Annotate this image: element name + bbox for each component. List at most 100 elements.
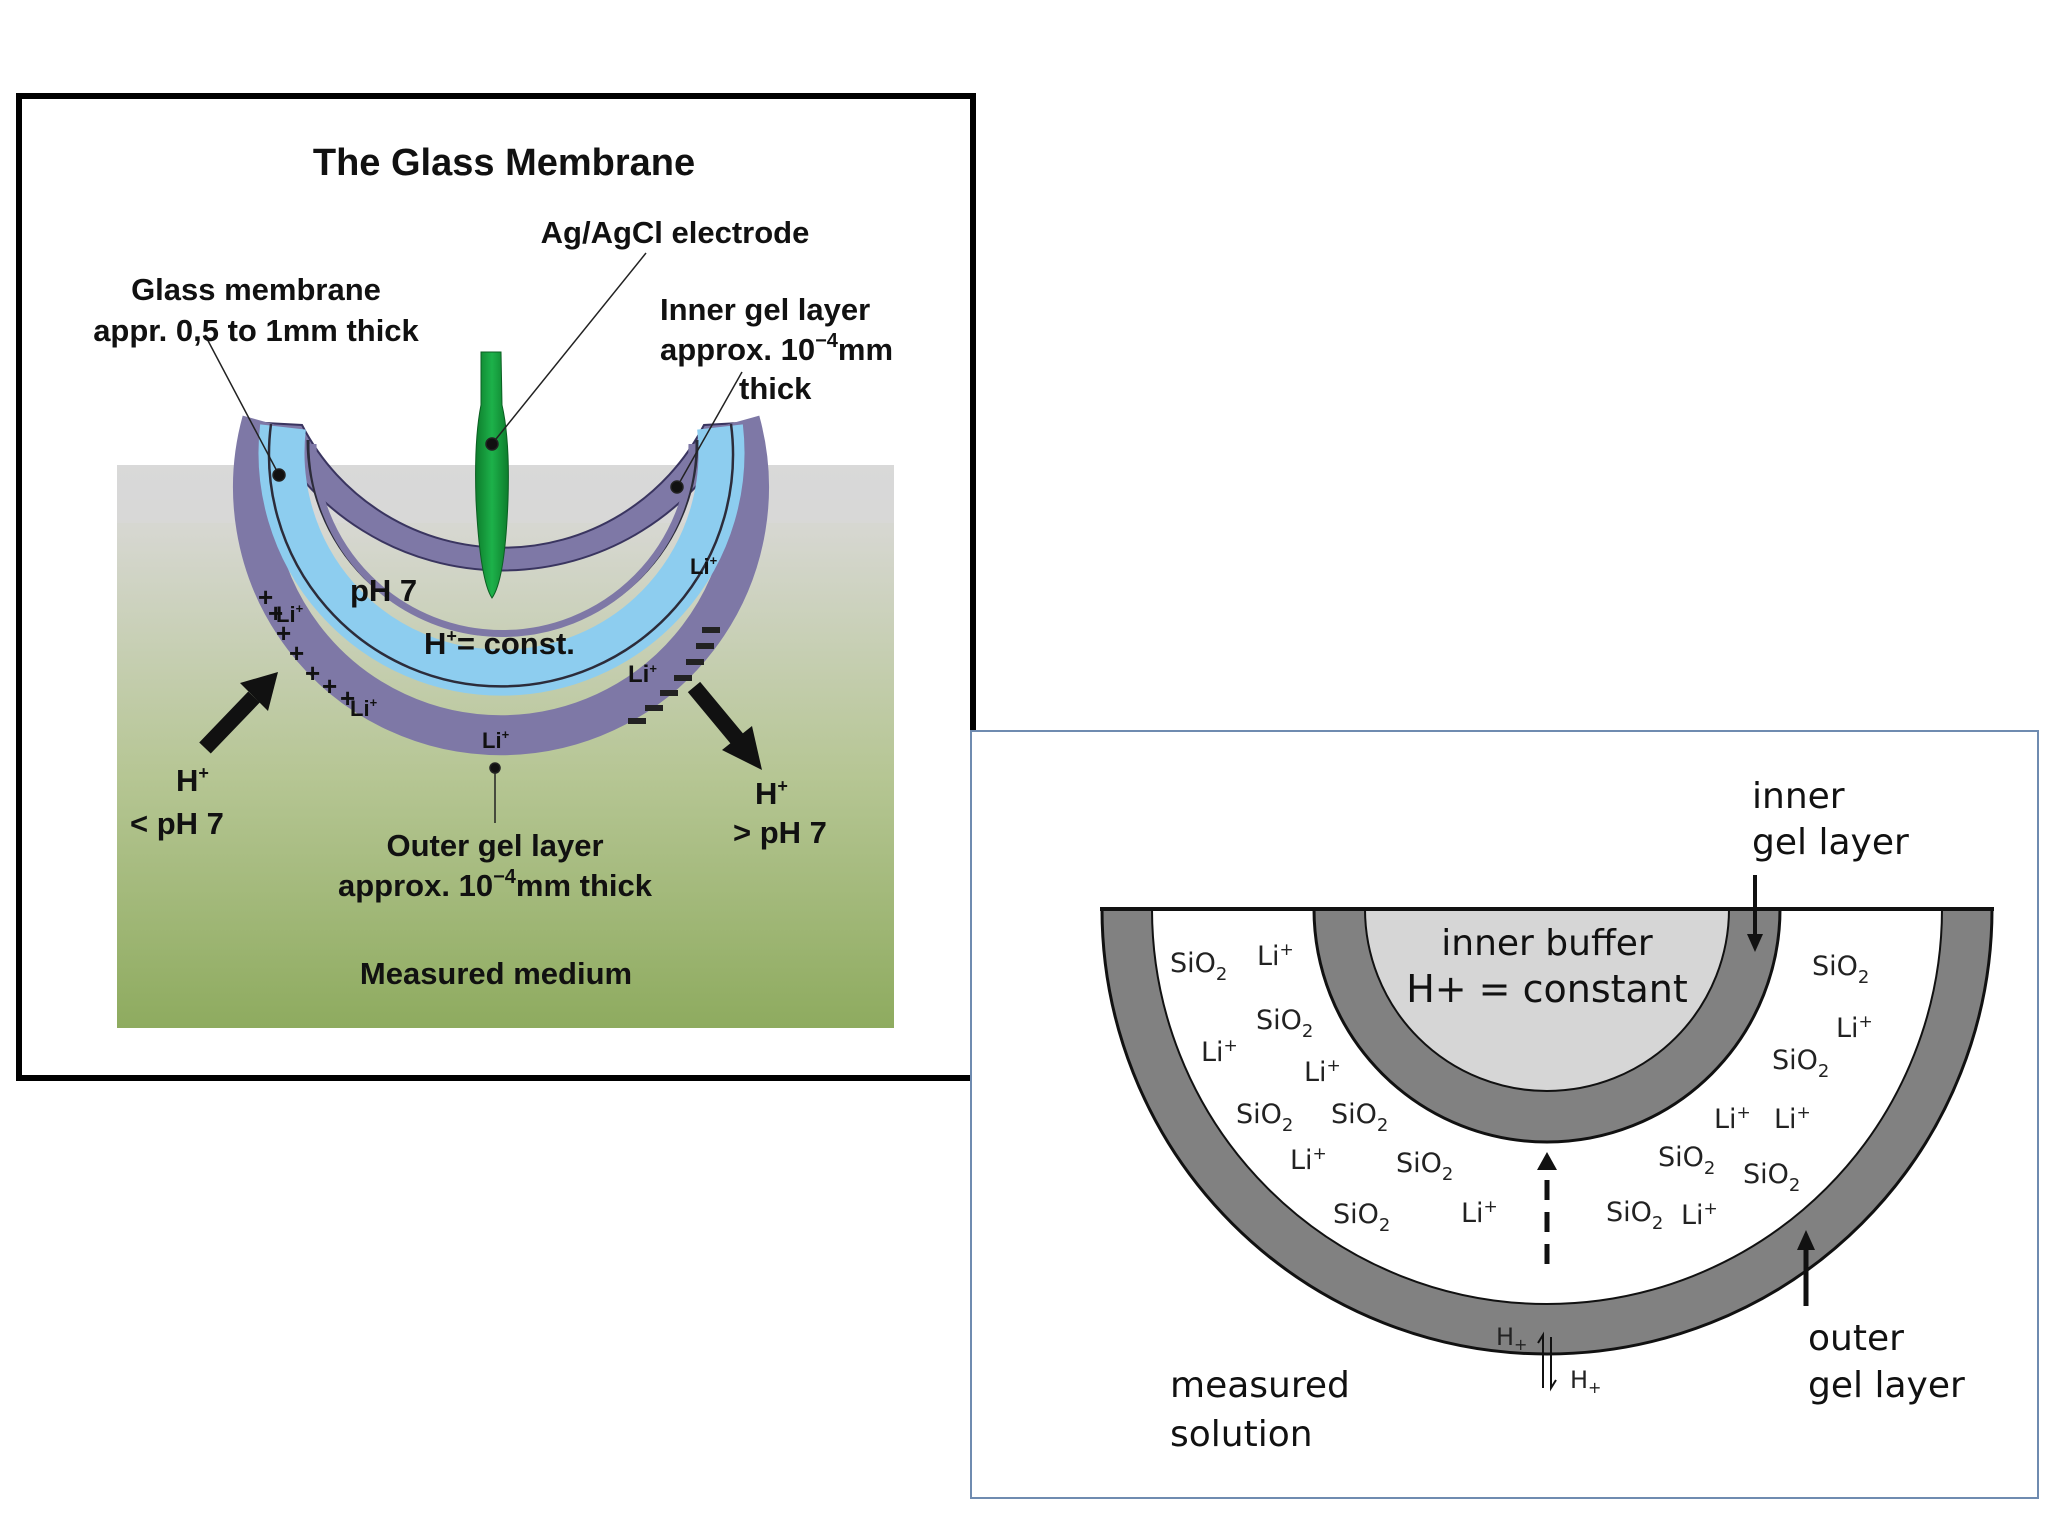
h-lower-sub: +	[1588, 1378, 1601, 1397]
ph7-label: pH 7	[350, 573, 417, 608]
li-sup: +	[1313, 1144, 1327, 1164]
sio2-label: SiO2	[1170, 948, 1227, 985]
left-diagram: +++++++	[16, 93, 976, 1081]
plus-sign: +	[276, 618, 291, 648]
li-sup: +	[296, 601, 304, 616]
inner-buffer-label-1: inner buffer	[1441, 923, 1653, 964]
li-text: Li	[1201, 1037, 1224, 1068]
inner-purple-line	[309, 443, 696, 637]
h-const-label: H+= const.	[424, 626, 575, 661]
plus-sign: +	[305, 658, 320, 688]
li-plus-label: Li+	[690, 553, 718, 579]
li-sup: +	[502, 727, 510, 742]
li-sup: +	[1737, 1103, 1751, 1123]
right-outer-gel-label-2: gel layer	[1808, 1365, 1965, 1406]
li-text: Li	[1681, 1200, 1704, 1231]
sio-sub: 2	[1302, 1021, 1313, 1042]
li-text: Li	[628, 661, 649, 688]
li-plus-label: Li+	[350, 695, 378, 721]
h-upper-sub: +	[1514, 1335, 1527, 1354]
equilibrium-arrows	[1537, 1331, 1557, 1392]
sio-text: SiO	[1396, 1148, 1442, 1179]
glass-membrane-label-2: appr. 0,5 to 1mm thick	[93, 313, 419, 348]
li-text: Li	[1774, 1104, 1797, 1135]
sio2-label: SiO2	[1606, 1197, 1663, 1234]
measured-solution-label-1: measured	[1170, 1365, 1350, 1406]
h-out-sup: +	[777, 776, 788, 796]
sio2-label: SiO2	[1772, 1045, 1829, 1082]
glass-membrane-label-1: Glass membrane	[131, 272, 381, 307]
li-sup: +	[1859, 1012, 1873, 1032]
li-sup: +	[370, 695, 378, 710]
plus-sign: +	[340, 683, 355, 713]
inner-gel-label-3: thick	[739, 371, 812, 406]
li-text: Li	[1304, 1057, 1327, 1088]
sio-sub: 2	[1379, 1215, 1390, 1236]
sio2-label: SiO2	[1333, 1199, 1390, 1236]
minus-sign	[628, 718, 646, 724]
li-text: Li	[1290, 1145, 1313, 1176]
h-in-sup: +	[198, 763, 209, 783]
right-diagram: inner gel layer inner buffer H+ = consta…	[970, 730, 2039, 1499]
li-text: Li	[350, 696, 370, 721]
outer-gel-label-2: approx. 10−4mm thick	[338, 866, 653, 903]
outer-dark-line	[267, 423, 735, 688]
leader-lines	[204, 252, 743, 823]
h-out-arrow	[687, 681, 762, 770]
li-plus-label: Li+	[1461, 1197, 1498, 1229]
measured-solution-label-2: solution	[1170, 1414, 1313, 1455]
inner-gel-post: mm	[838, 332, 893, 367]
sio-sub: 2	[1377, 1115, 1388, 1136]
inner-gel-label-2: approx. 10−4mm	[660, 330, 893, 367]
sio-sub: 2	[1442, 1164, 1453, 1185]
li-labels-left: Li+Li+Li+Li+Li+	[276, 553, 718, 753]
li-text: Li	[1836, 1013, 1859, 1044]
left-title: The Glass Membrane	[313, 142, 695, 184]
sio-sub: 2	[1652, 1213, 1663, 1234]
h-lower-h: H	[1570, 1366, 1588, 1394]
li-sup: +	[1704, 1199, 1718, 1219]
sio-sub: 2	[1858, 967, 1869, 988]
sio2-label: SiO2	[1331, 1099, 1388, 1136]
li-plus-label: Li+	[628, 661, 657, 688]
outer-gel-post: mm thick	[516, 868, 653, 903]
purple-membrane-arc	[233, 415, 769, 756]
li-text: Li	[690, 554, 710, 579]
h-in-label-2: < pH 7	[130, 806, 224, 841]
li-plus-label: Li+	[482, 727, 510, 753]
h-plus-upper: H+	[1496, 1323, 1527, 1354]
right-inner-gel-label-2: gel layer	[1752, 822, 1909, 863]
right-outer-gel-label-1: outer	[1808, 1318, 1904, 1359]
li-sup: +	[1327, 1056, 1341, 1076]
minus-sign	[702, 627, 720, 633]
h-upper-h: H	[1496, 1323, 1514, 1351]
inner-buffer-label-2: H+ = constant	[1406, 967, 1688, 1011]
li-text: Li	[1461, 1198, 1484, 1229]
measured-medium-label: Measured medium	[360, 956, 632, 991]
outer-gel-exp: −4	[493, 866, 517, 888]
sio2-label: SiO2	[1236, 1099, 1293, 1136]
h-out-label-1: H+	[755, 776, 788, 811]
minus-sign	[645, 705, 663, 711]
li-plus-label: Li+	[1714, 1103, 1751, 1135]
h-in-label-1: H+	[176, 763, 209, 798]
sio-sub: 2	[1704, 1158, 1715, 1179]
li-plus-label: Li+	[1774, 1103, 1811, 1135]
plus-sign: +	[322, 671, 337, 701]
electrode-label: Ag/AgCl electrode	[541, 215, 810, 250]
li-plus-label: Li+	[1836, 1012, 1873, 1044]
plus-signs-group: +++++++	[258, 582, 355, 713]
sio-text: SiO	[1658, 1142, 1704, 1173]
sio-text: SiO	[1331, 1099, 1377, 1130]
h-plus-lower: H+	[1570, 1366, 1601, 1397]
sio2-label: SiO2	[1812, 951, 1869, 988]
plus-sign: +	[289, 638, 304, 668]
blue-gel-arc	[258, 424, 745, 696]
sio2-label: SiO2	[1743, 1159, 1800, 1196]
minus-sign	[674, 675, 692, 681]
li-sup: +	[1224, 1036, 1238, 1056]
h-const-sup: +	[446, 626, 457, 646]
sio-sub: 2	[1789, 1175, 1800, 1196]
h-out-label-2: > pH 7	[733, 815, 827, 850]
